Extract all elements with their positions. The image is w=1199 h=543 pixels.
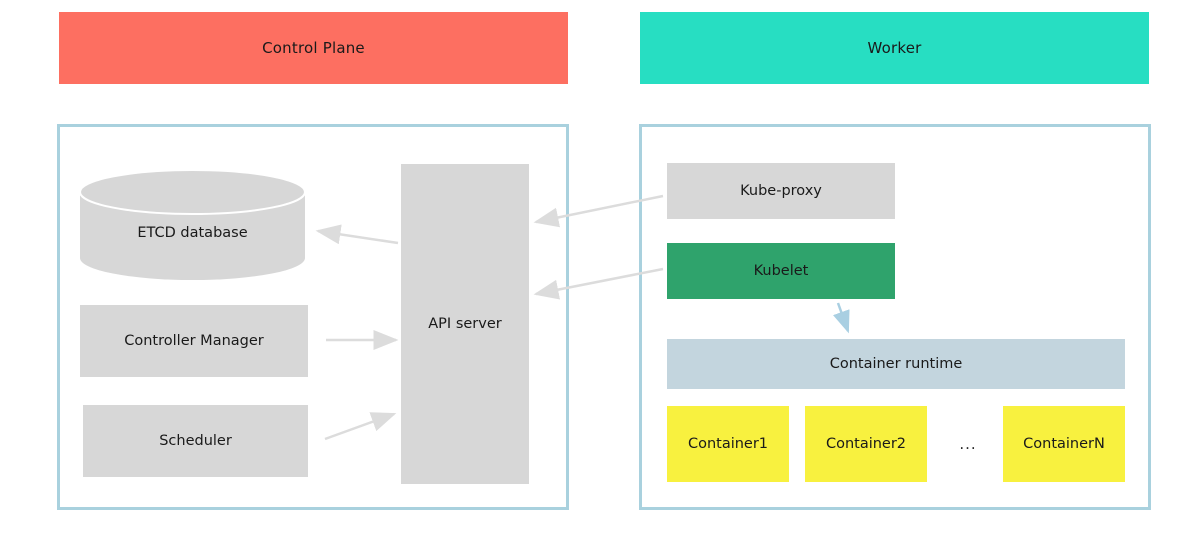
- api-server-box[interactable]: API server: [401, 164, 529, 484]
- containers-ellipsis: ...: [959, 435, 977, 453]
- scheduler-box[interactable]: Scheduler: [83, 405, 308, 477]
- etcd-database-cylinder[interactable]: ETCD database: [79, 169, 306, 280]
- control-plane-header: Control Plane: [59, 12, 568, 84]
- container-runtime-box[interactable]: Container runtime: [667, 339, 1125, 389]
- kube-proxy-box[interactable]: Kube-proxy: [667, 163, 895, 219]
- containers-row: Container1 Container2 ... ContainerN: [667, 406, 1125, 482]
- kubelet-box[interactable]: Kubelet: [667, 243, 895, 299]
- container-box-1[interactable]: Container1: [667, 406, 789, 482]
- container-box-2[interactable]: Container2: [805, 406, 927, 482]
- container-box-n[interactable]: ContainerN: [1003, 406, 1125, 482]
- controller-manager-box[interactable]: Controller Manager: [80, 305, 308, 377]
- worker-header: Worker: [640, 12, 1149, 84]
- etcd-database-label: ETCD database: [137, 225, 248, 241]
